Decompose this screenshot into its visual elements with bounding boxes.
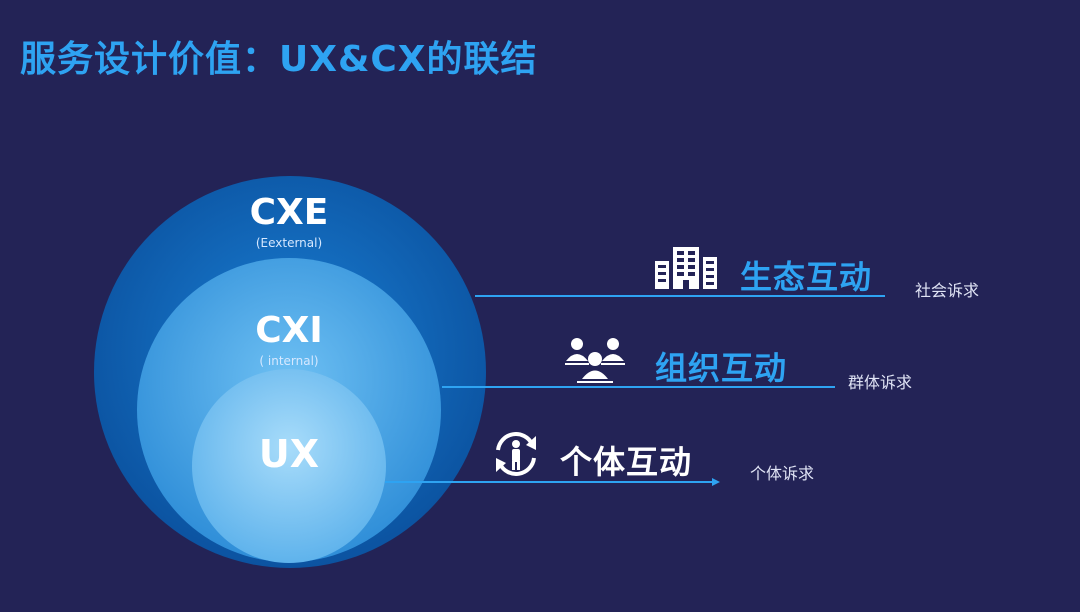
middle-circle-label: CXI bbox=[255, 310, 323, 351]
level-title-ecosystem: 生态互动 bbox=[740, 258, 873, 296]
outer-circle-sublabel: (Eexternal) bbox=[255, 236, 323, 250]
connector-arrow-individual bbox=[712, 478, 720, 486]
outer-circle-label: CXE bbox=[249, 192, 329, 233]
level-title-organization: 组织互动 bbox=[655, 349, 788, 387]
team-icon bbox=[565, 338, 625, 383]
level-title-individual: 个体互动 bbox=[560, 443, 693, 481]
level-note-individual: 个体诉求 bbox=[750, 464, 815, 483]
middle-circle-sublabel: ( internal) bbox=[259, 354, 319, 368]
level-note-organization: 群体诉求 bbox=[848, 373, 913, 392]
level-note-ecosystem: 社会诉求 bbox=[915, 281, 980, 300]
person-cycle-icon bbox=[496, 432, 536, 476]
inner-circle-ux bbox=[192, 369, 386, 563]
slide-title: 服务设计价值：UX&CX的联结 bbox=[20, 39, 538, 80]
building-icon bbox=[655, 247, 717, 289]
inner-circle-label: UX bbox=[258, 432, 320, 476]
